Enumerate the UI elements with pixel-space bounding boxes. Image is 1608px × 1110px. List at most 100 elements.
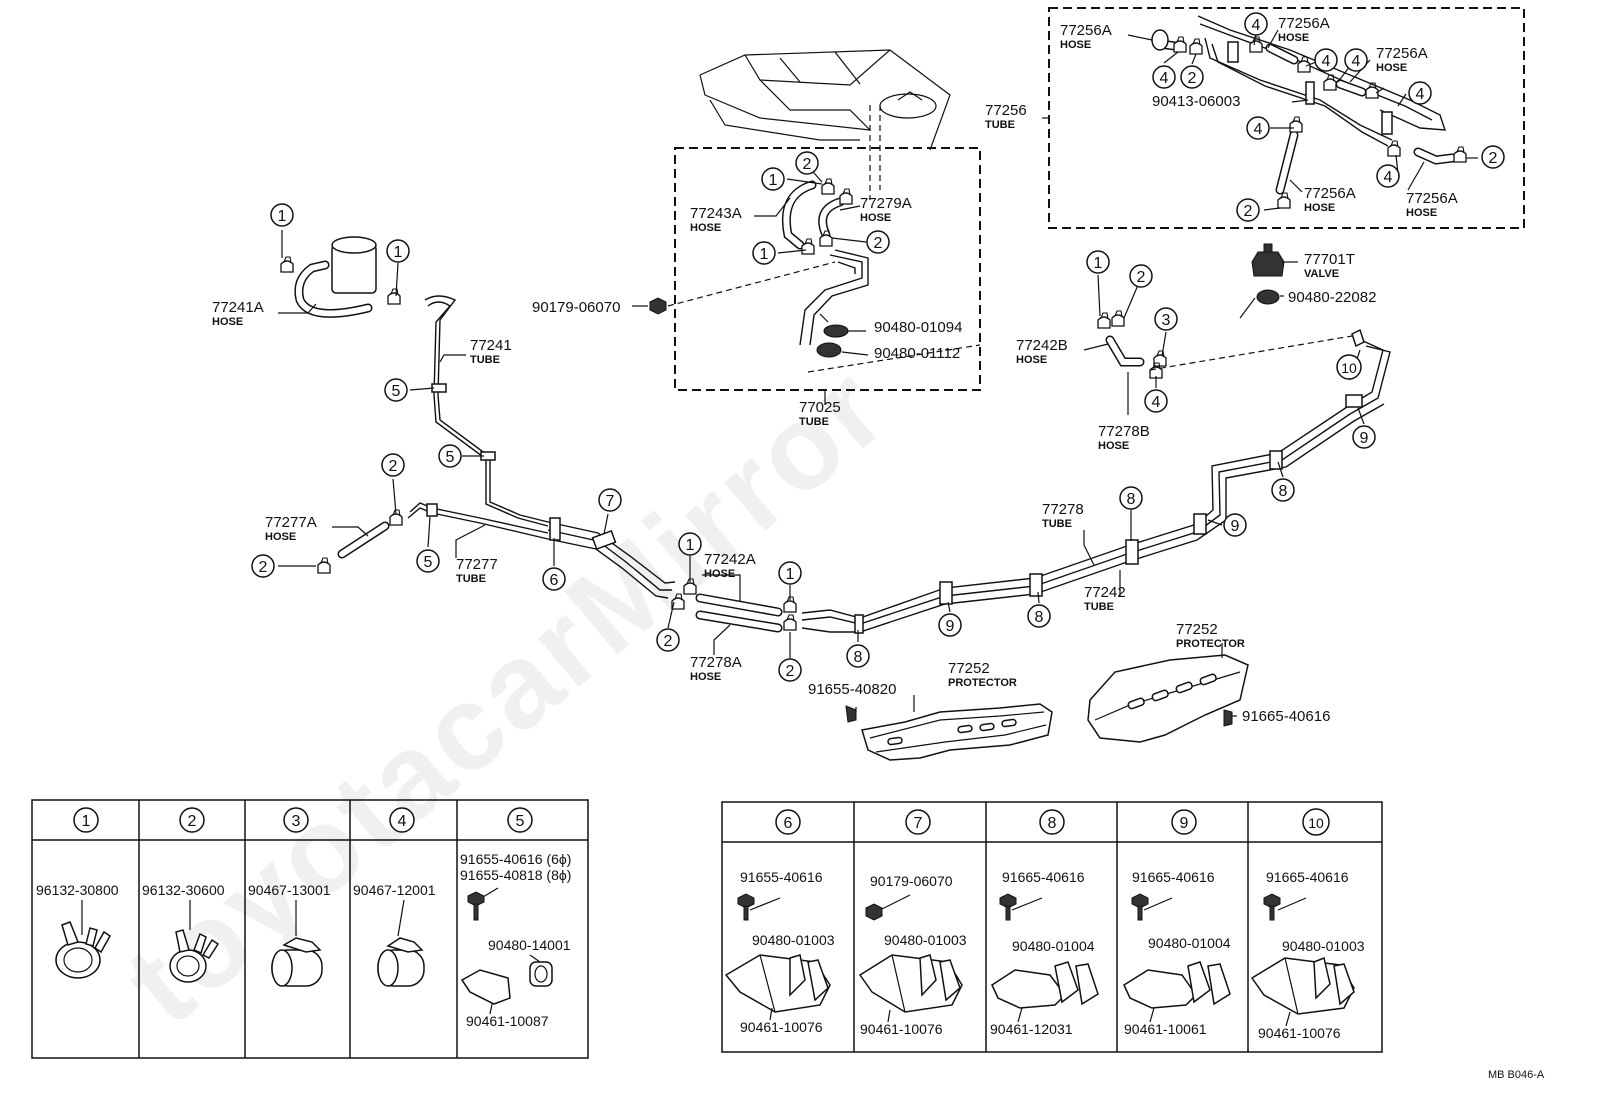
svg-text:8: 8 [854,649,863,666]
svg-text:9: 9 [1231,518,1240,535]
svg-text:8: 8 [1035,609,1044,626]
part-number: 77256A [1304,185,1356,202]
svg-text:8: 8 [1048,815,1057,832]
callout-2: 2 [381,453,405,477]
svg-text:90461-12031: 90461-12031 [990,1021,1073,1037]
part-number: 90480-22082 [1288,289,1376,306]
svg-text:5: 5 [392,383,401,400]
legend-column-10: 10 91665-40616 90480-01003 90461-10076 [1250,808,1365,1041]
callout-8: 8 [1271,478,1295,502]
part-name: HOSE [1098,440,1129,452]
svg-text:9: 9 [1360,430,1369,447]
svg-text:2: 2 [874,235,883,252]
svg-text:90461-10076: 90461-10076 [1258,1025,1341,1041]
part-number: 90480-01112 [874,345,960,362]
callout-4: 4 [1314,48,1338,72]
callout-5: 5 [416,549,440,573]
part-number: 77242B [1016,337,1068,354]
svg-text:5: 5 [516,813,525,830]
svg-text:1: 1 [686,537,695,554]
legend-column-3: 3 90467-13001 [248,807,331,987]
leader-lines [278,29,1478,717]
svg-text:90461-10076: 90461-10076 [740,1019,823,1035]
callout-4: 4 [1244,12,1268,36]
callout-1: 1 [678,532,702,556]
svg-text:1: 1 [769,172,778,189]
callout-circles: 1 1 5 5 2 2 5 6 7 1 2 1 2 8 9 8 8 9 8 9 … [251,12,1505,682]
callout-1: 1 [1086,250,1110,274]
callout-5: 5 [438,444,462,468]
svg-text:90480-01003: 90480-01003 [884,932,967,948]
svg-text:90467-13001: 90467-13001 [248,882,331,898]
svg-text:4: 4 [1254,121,1263,138]
svg-text:2: 2 [259,559,268,576]
svg-text:90480-01003: 90480-01003 [1282,938,1365,954]
svg-text:91655-40616 (6ϕ): 91655-40616 (6ϕ) [460,851,571,867]
part-number: 77256A [1060,22,1112,39]
callout-4: 4 [1152,65,1176,89]
svg-text:1: 1 [760,246,769,263]
part-number: 77279A [860,195,912,212]
svg-text:2: 2 [786,663,795,680]
part-number: 77241 [470,337,512,354]
svg-text:91665-40616: 91665-40616 [1002,869,1085,885]
svg-text:4: 4 [398,813,407,830]
callout-3: 3 [1154,307,1178,331]
legend-column-5: 5 91655-40616 (6ϕ) 91655-40818 (8ϕ) 9048… [460,807,571,1029]
part-name: HOSE [1304,202,1335,214]
svg-text:90480-14001: 90480-14001 [488,937,571,953]
part-name: VALVE [1304,268,1339,280]
part-number: 77278A [690,654,742,671]
valve-77701T [1251,243,1285,305]
part-number: 91665-40616 [1242,708,1330,725]
callout-2: 2 [778,658,802,682]
callout-2: 2 [1481,145,1505,169]
part-name: TUBE [470,354,500,366]
svg-text:10: 10 [1341,360,1357,376]
part-name: HOSE [1060,39,1091,51]
callout-1: 1 [270,203,294,227]
svg-text:5: 5 [446,449,455,466]
callout-10: 10 [1336,354,1362,380]
callout-2: 2 [251,554,275,578]
part-number: 77277A [265,514,317,531]
part-number: 90179-06070 [532,299,620,316]
svg-text:2: 2 [1489,150,1498,167]
svg-text:10: 10 [1308,815,1324,831]
svg-text:90480-01003: 90480-01003 [752,932,835,948]
callout-9: 9 [1223,513,1247,537]
svg-text:1: 1 [394,244,403,261]
svg-text:90480-01004: 90480-01004 [1148,935,1231,951]
part-number: 77242A [704,551,756,568]
part-number: 90413-06003 [1152,93,1240,110]
canister-assembly [280,236,401,318]
svg-text:9: 9 [1180,815,1189,832]
part-number: 77701T [1304,251,1355,268]
svg-text:9: 9 [946,618,955,635]
clamp-legend-table-left: 1 96132-30800 2 96132-30600 3 90467-1300… [31,799,589,1059]
svg-text:1: 1 [82,813,91,830]
svg-text:96132-30600: 96132-30600 [142,882,225,898]
part-name: TUBE [1084,601,1114,613]
svg-text:4: 4 [1160,70,1169,87]
part-name: HOSE [1016,354,1047,366]
detail-box-77256 [1042,7,1525,229]
svg-text:7: 7 [914,815,923,832]
svg-text:6: 6 [784,815,793,832]
callout-9: 9 [1352,425,1376,449]
svg-text:4: 4 [1352,53,1361,70]
svg-text:1: 1 [1094,255,1103,272]
legend-column-7: 7 90179-06070 90480-01003 90461-10076 [858,809,967,1037]
detail-box-77025 [649,147,981,391]
svg-text:2: 2 [803,156,812,173]
svg-text:3: 3 [292,813,301,830]
callout-7: 7 [598,488,622,512]
legend-column-9: 9 91665-40616 90480-01004 90461-10061 [1123,809,1231,1037]
svg-text:2: 2 [1244,203,1253,220]
svg-text:90461-10061: 90461-10061 [1124,1021,1207,1037]
svg-text:90461-10076: 90461-10076 [860,1021,943,1037]
callout-4: 4 [1408,81,1432,105]
part-number: 77241A [212,299,264,316]
callout-2: 2 [1236,198,1260,222]
